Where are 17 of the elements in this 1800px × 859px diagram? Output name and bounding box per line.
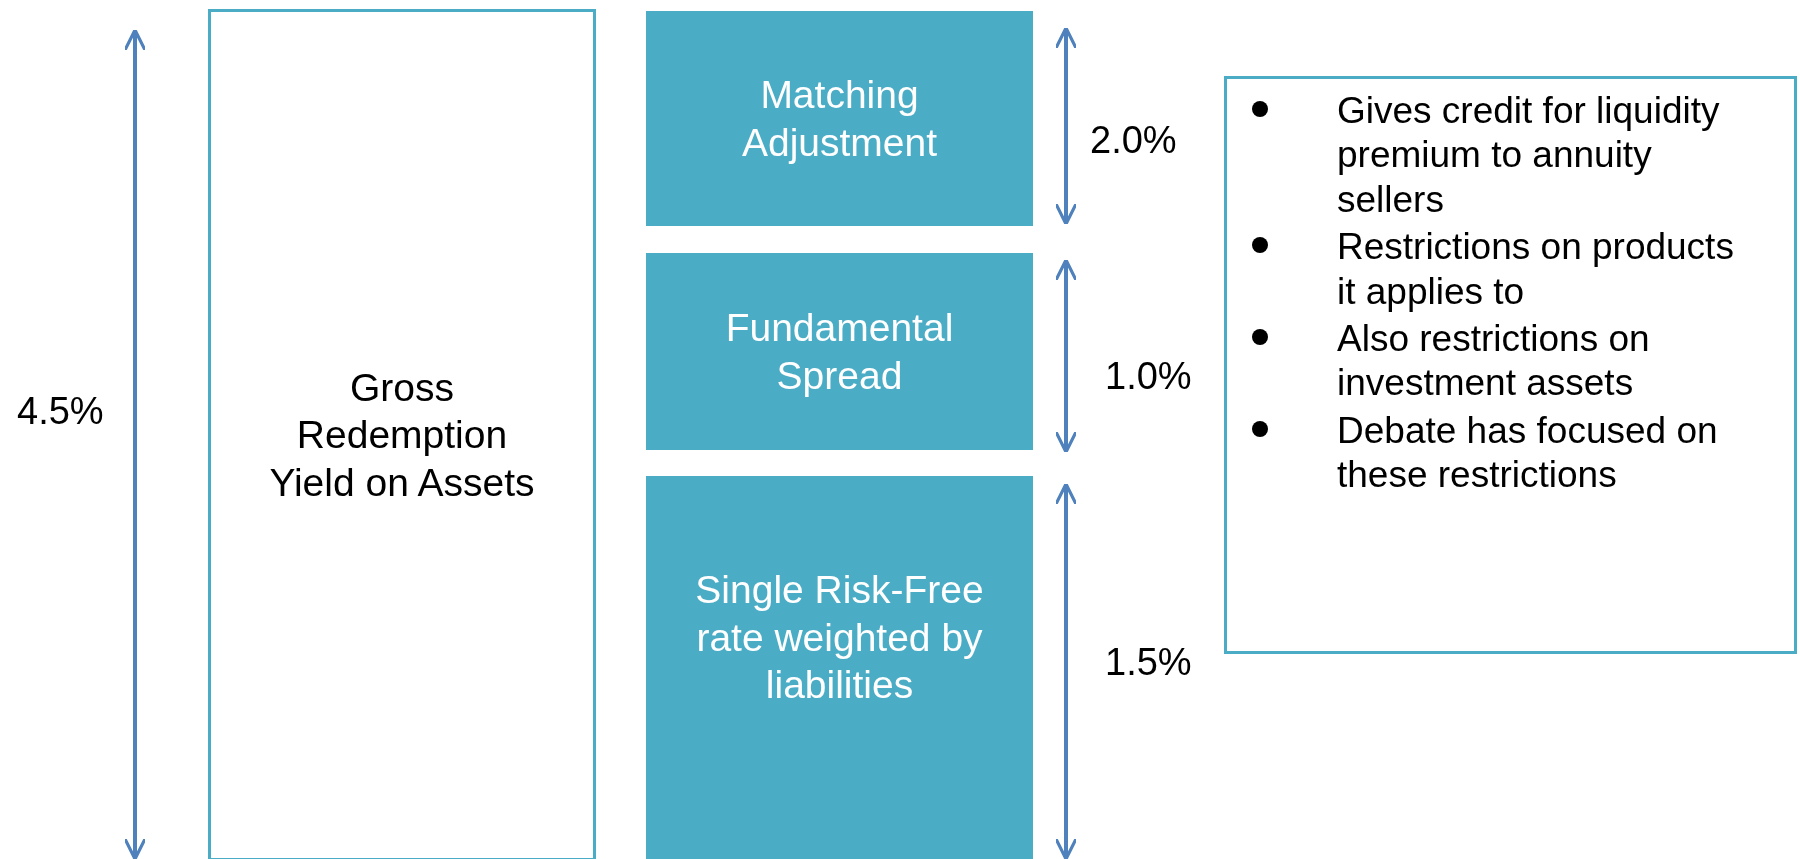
box-label: Single Risk-Free rate weighted by liabilities [694, 567, 985, 709]
box-label: Fundamental Spread [724, 304, 955, 399]
bullet-text: Debate has focused on these restrictions [1337, 408, 1719, 498]
bullet-text: Restrictions on products it applies to [1337, 225, 1735, 314]
percent-label: 1.5% [1105, 640, 1192, 684]
percent-label: 4.5% [17, 389, 104, 433]
component-box [646, 253, 1033, 450]
component-box [646, 476, 1033, 859]
yield-box [208, 9, 596, 859]
bullet-text: Gives credit for liquidity premium to annuity sellers [1337, 89, 1721, 222]
component-box [646, 11, 1033, 226]
percent-label: 1.0% [1105, 354, 1192, 398]
notes-box [1224, 76, 1797, 654]
box-label: Matching Adjustment [740, 71, 939, 166]
bullet-text: Also restrictions on investment assets [1337, 316, 1651, 406]
percent-label: 2.0% [1090, 118, 1177, 162]
box-label: Gross Redemption Yield on Assets [268, 364, 536, 506]
